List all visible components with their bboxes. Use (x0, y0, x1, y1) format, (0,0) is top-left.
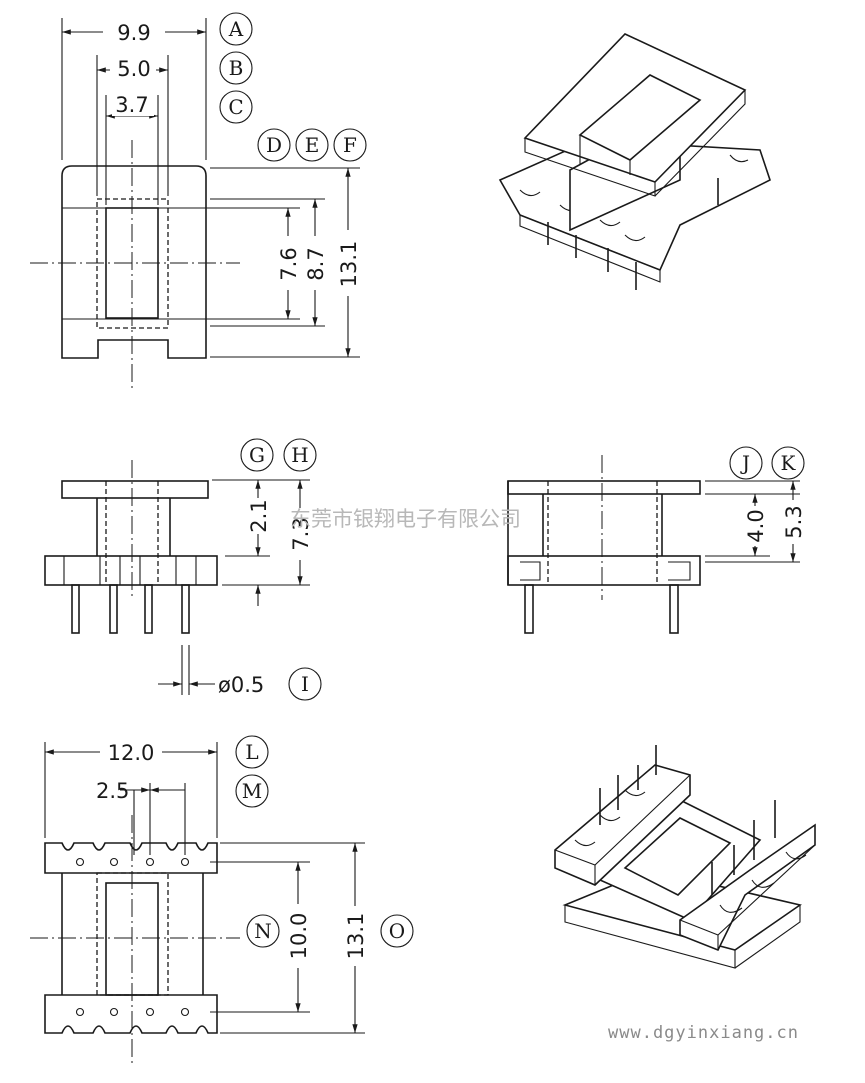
dim-bottom-height-inner: 10.0 (287, 913, 311, 960)
side-view-left: 2.1 7.3 ø0.5 G H I (44, 438, 322, 701)
top-view: 9.9 5.0 3.7 7.6 8.7 13.1 A B C D E F (30, 12, 367, 390)
dim-width-mid: 5.0 (117, 57, 150, 81)
tag-k: K (781, 451, 797, 475)
side-view-right: 4.0 5.3 J K (507, 446, 806, 634)
dim-pin-diameter: ø0.5 (218, 673, 264, 697)
tag-b: B (229, 56, 244, 80)
watermark: 东莞市银翔电子有限公司 (290, 507, 521, 531)
isometric-view-bottom (554, 745, 816, 969)
tag-n: N (254, 919, 272, 943)
dim-height-overall: 13.1 (337, 241, 361, 288)
tag-c: C (228, 95, 243, 119)
dim-height-a: 4.0 (744, 509, 768, 542)
dim-width-inner: 3.7 (115, 93, 148, 117)
isometric-view-top (498, 33, 771, 290)
website: www.dgyinxiang.cn (608, 1023, 799, 1043)
tag-m: M (242, 779, 262, 803)
dim-pin-pitch: 2.5 (96, 779, 129, 803)
dim-height-b: 5.3 (782, 505, 806, 538)
dim-bottom-width-overall: 12.0 (108, 741, 155, 765)
tag-e: E (305, 133, 320, 157)
tag-h: H (291, 443, 308, 467)
tag-d: D (266, 133, 282, 157)
dim-height-mid: 8.7 (304, 247, 328, 280)
tag-l: L (245, 740, 258, 764)
dim-flange-gap: 2.1 (247, 499, 271, 532)
dim-total-height: 7.3 (289, 517, 313, 550)
bottom-view: 12.0 2.5 10.0 13.1 L M N O (30, 735, 414, 1065)
tag-j: J (740, 451, 750, 475)
tag-a: A (228, 17, 244, 41)
dim-height-inner: 7.6 (277, 247, 301, 280)
tag-g: G (249, 443, 265, 467)
tag-o: O (389, 919, 405, 943)
dim-width-overall: 9.9 (117, 21, 150, 45)
tag-i: I (301, 672, 309, 696)
tag-f: F (343, 133, 357, 157)
dim-bottom-height-overall: 13.1 (344, 913, 368, 960)
